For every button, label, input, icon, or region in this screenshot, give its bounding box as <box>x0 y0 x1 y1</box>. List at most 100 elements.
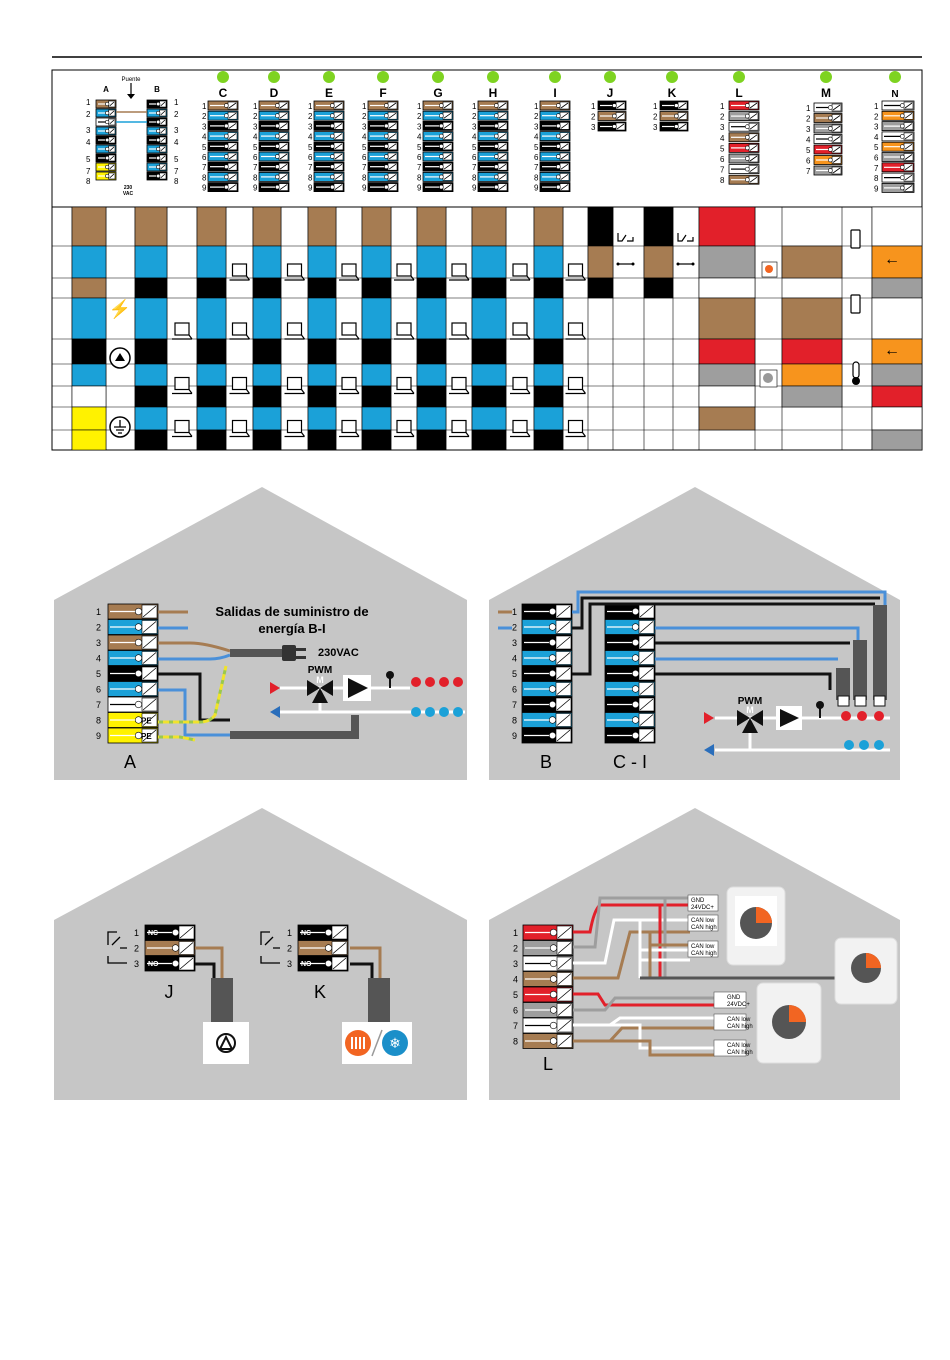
panel-b-terminal-number: 7 <box>512 700 517 710</box>
terminal-number: 8 <box>202 173 207 182</box>
a-terminal-number: 2 <box>86 110 91 119</box>
column-color-cell <box>134 338 168 365</box>
no-label: NO <box>301 961 312 968</box>
a-color-cell <box>71 206 107 247</box>
l-color-cell <box>698 206 756 247</box>
terminal-number: 1 <box>720 102 725 111</box>
panel-a-terminal-number: 6 <box>96 685 101 695</box>
terminal-i-5 <box>539 141 571 152</box>
panel-a-terminal-7 <box>107 696 159 713</box>
terminal-l-3 <box>728 121 760 132</box>
panel-b-terminal-9 <box>521 727 573 744</box>
terminal-f-1 <box>367 100 399 111</box>
panel-k-terminal-2 <box>297 940 349 956</box>
terminal-number: 2 <box>362 112 367 121</box>
column-color-cell <box>416 277 447 299</box>
terminal-g-7 <box>422 161 454 172</box>
terminal-f-6 <box>367 151 399 162</box>
relay-color-cell <box>643 245 674 279</box>
column-color-cell <box>533 363 564 387</box>
panel-b-terminal-7 <box>521 696 573 713</box>
relay-color-cell <box>587 206 614 247</box>
terminal-a-2 <box>95 108 117 118</box>
terminal-b-4 <box>146 126 168 136</box>
panel-a-hot-dots <box>411 677 463 687</box>
terminal-number: 3 <box>874 123 879 132</box>
column-color-cell <box>134 429 168 451</box>
terminal-b-5 <box>146 135 168 145</box>
panel-b-terminal-3 <box>521 634 573 651</box>
terminal-number: 3 <box>472 122 477 131</box>
terminal-number: 7 <box>253 163 258 172</box>
terminal-l-7 <box>728 164 760 175</box>
column-color-cell <box>252 245 282 279</box>
terminal-number: 7 <box>362 163 367 172</box>
m-color-cell <box>781 385 843 408</box>
terminal-n-7 <box>881 162 915 173</box>
terminal-number: 1 <box>534 102 539 111</box>
bottom-can-high-label-2: CAN high <box>727 1050 753 1056</box>
panel-ci-terminal-7 <box>604 696 656 713</box>
cooling-mode-icon <box>382 1030 408 1056</box>
panel-b-terminal-number: 2 <box>512 623 517 633</box>
column-color-cell <box>196 297 227 340</box>
terminal-number: 3 <box>417 122 422 131</box>
thermal-actuator-icon <box>510 263 531 281</box>
terminal-m-1 <box>813 102 843 113</box>
terminal-g-5 <box>422 141 454 152</box>
terminal-number: 6 <box>874 154 879 163</box>
vac-label-line2: VAC <box>123 191 134 197</box>
panel-a-label: A <box>124 752 136 772</box>
terminal-number: 3 <box>253 122 258 131</box>
panel-b-terminal-5 <box>521 665 573 682</box>
terminal-n-4 <box>881 131 915 142</box>
panel-a-terminal-number: 3 <box>96 638 101 648</box>
thermal-actuator-icon <box>284 322 305 340</box>
terminal-h-8 <box>477 171 509 182</box>
terminal-d-6 <box>258 151 290 162</box>
terminal-l-4 <box>728 132 760 143</box>
l-color-cell <box>698 385 756 408</box>
status-led-h <box>487 71 499 83</box>
column-color-cell <box>471 206 507 247</box>
terminal-number: 8 <box>253 173 258 182</box>
panel-j-terminal-3 <box>144 955 196 972</box>
thermal-actuator-icon <box>565 376 586 395</box>
terminal-number: 6 <box>308 153 313 162</box>
panel-l-terminal-2 <box>522 940 574 956</box>
terminal-number: 5 <box>417 143 422 152</box>
top-can-high-label-2: CAN high <box>691 951 717 957</box>
terminal-n-6 <box>881 152 915 162</box>
m-color-cell <box>781 297 843 340</box>
panel-a-terminal-8 <box>107 712 159 728</box>
column-l-heading: L <box>735 86 742 100</box>
status-led-f <box>377 71 389 83</box>
relay-color-cell <box>643 277 674 299</box>
terminal-l-1 <box>728 100 760 111</box>
l-color-cell <box>698 406 756 431</box>
terminal-number: 6 <box>472 153 477 162</box>
terminal-a-5 <box>95 135 117 145</box>
terminal-c-7 <box>207 161 239 172</box>
panel-b-terminal-number: 3 <box>512 638 517 648</box>
room-thermostat-icon-3 <box>756 982 822 1064</box>
thermal-actuator-icon <box>449 376 470 395</box>
panel-a-terminal-5 <box>107 665 159 682</box>
l-color-cell <box>698 277 756 299</box>
status-led-e <box>323 71 335 83</box>
m-color-cell <box>781 363 843 387</box>
n-color-cell <box>871 206 923 247</box>
panel-a-terminal-1 <box>107 603 159 620</box>
panel-b-pump-icon <box>780 709 799 727</box>
terminal-n-8 <box>881 172 915 183</box>
terminal-i-9 <box>539 182 571 193</box>
l-color-cell <box>698 363 756 387</box>
terminal-f-8 <box>367 171 399 182</box>
terminal-e-6 <box>313 151 345 162</box>
panel-j-label: J <box>165 982 174 1002</box>
column-color-cell <box>252 338 282 365</box>
terminal-n-2 <box>881 110 915 121</box>
